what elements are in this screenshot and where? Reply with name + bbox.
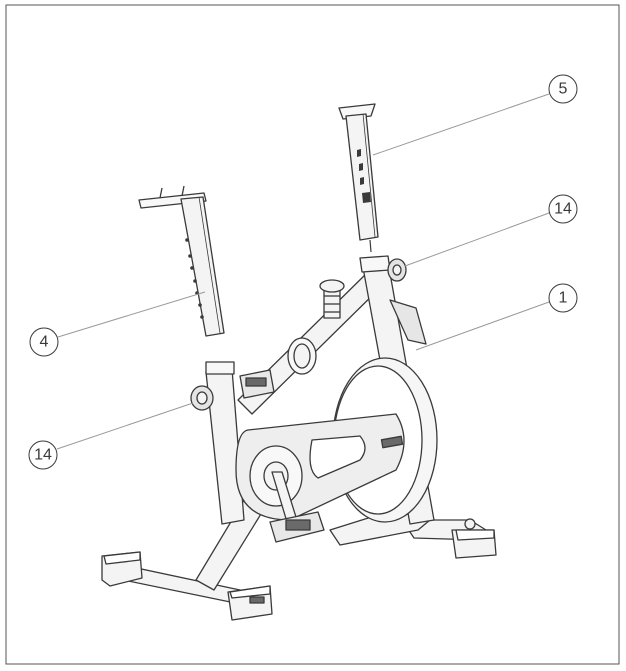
rear-stabilizer bbox=[101, 551, 273, 621]
resistance-knob bbox=[319, 279, 345, 319]
callout-label-14-lower: 14 bbox=[34, 447, 52, 464]
callout-circle-1 bbox=[548, 283, 578, 313]
callout-circle-4 bbox=[29, 327, 59, 357]
page-border bbox=[5, 4, 620, 665]
handlebar-post-part bbox=[338, 103, 379, 253]
pointer-4 bbox=[57, 291, 206, 338]
callout-circle-14-lower bbox=[28, 440, 58, 470]
front-stabilizer bbox=[401, 518, 497, 559]
bottle-holder bbox=[287, 337, 317, 375]
callout-label-1: 1 bbox=[559, 290, 568, 307]
callout-circle-14-upper bbox=[548, 194, 578, 224]
seat-post-part bbox=[138, 185, 225, 337]
callout-label-5: 5 bbox=[559, 81, 568, 98]
pointer-5 bbox=[372, 93, 550, 156]
crank-and-pedals bbox=[239, 369, 325, 543]
handlebar-knob bbox=[387, 258, 407, 282]
pointer-1 bbox=[415, 301, 550, 351]
callout-label-14-upper: 14 bbox=[554, 201, 572, 218]
pointer-14-lower bbox=[56, 402, 194, 450]
pointer-14-upper bbox=[404, 212, 550, 267]
seat-knob bbox=[190, 385, 214, 411]
callout-label-4: 4 bbox=[40, 334, 49, 351]
callout-circle-5 bbox=[548, 74, 578, 104]
